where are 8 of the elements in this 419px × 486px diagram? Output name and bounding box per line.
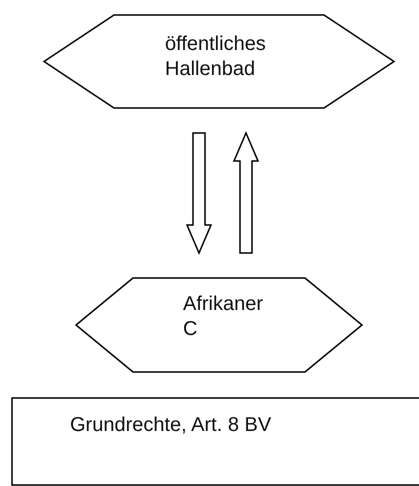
- node-label: öffentliches Hallenbad: [165, 32, 267, 82]
- hexagon-box: [75, 277, 363, 373]
- process-box: [11, 397, 419, 486]
- node-label: Afrikaner C: [183, 292, 264, 342]
- node-label: Grundrechte, Art. 8 BV: [70, 413, 272, 438]
- block-arrow: [186, 132, 212, 255]
- hexagon-box: [43, 14, 395, 109]
- block-arrow: [232, 131, 260, 254]
